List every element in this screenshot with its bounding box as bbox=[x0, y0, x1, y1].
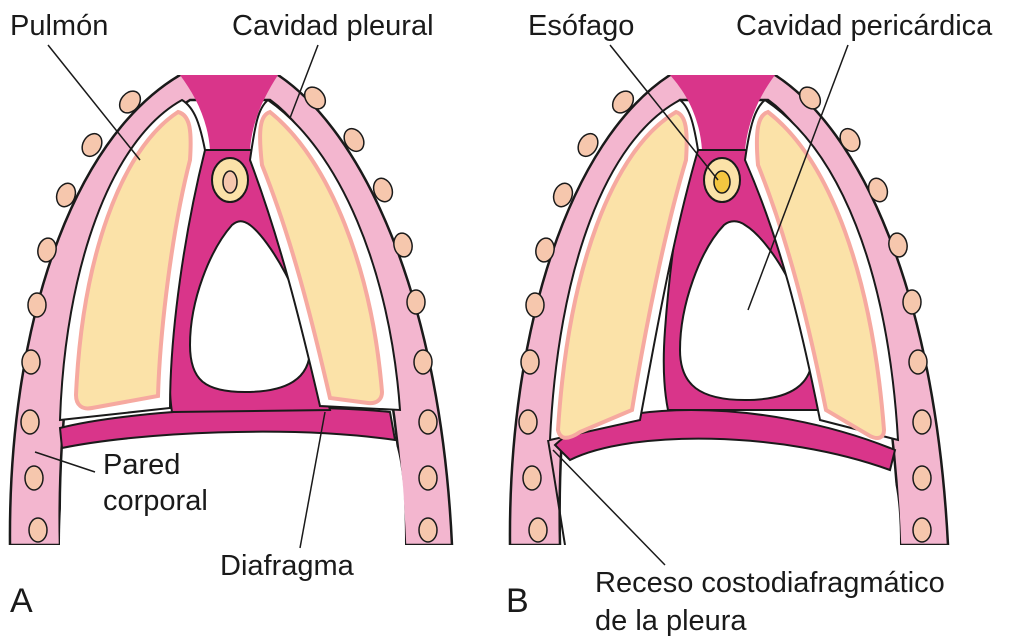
panel-letter-b: B bbox=[506, 582, 529, 620]
panel-letter-a: A bbox=[10, 582, 33, 620]
label-diaphragm: Diafragma bbox=[220, 550, 355, 582]
label-pleural-cavity: Cavidad pleural bbox=[232, 10, 434, 42]
label-esophagus: Esófago bbox=[528, 10, 634, 42]
panel-b bbox=[510, 75, 948, 545]
label-recess-line1: Receso costodiafragmático bbox=[595, 567, 945, 599]
label-pericardial-cavity: Cavidad pericárdica bbox=[736, 10, 993, 42]
label-lung: Pulmón bbox=[10, 10, 108, 42]
esophagus-lumen bbox=[714, 171, 730, 193]
label-body-wall-line2: corporal bbox=[103, 485, 208, 517]
label-body-wall-line1: Pared bbox=[103, 449, 180, 481]
esophagus-lumen bbox=[223, 171, 237, 193]
panel-a bbox=[10, 75, 452, 545]
label-recess-line2: de la pleura bbox=[595, 605, 747, 637]
